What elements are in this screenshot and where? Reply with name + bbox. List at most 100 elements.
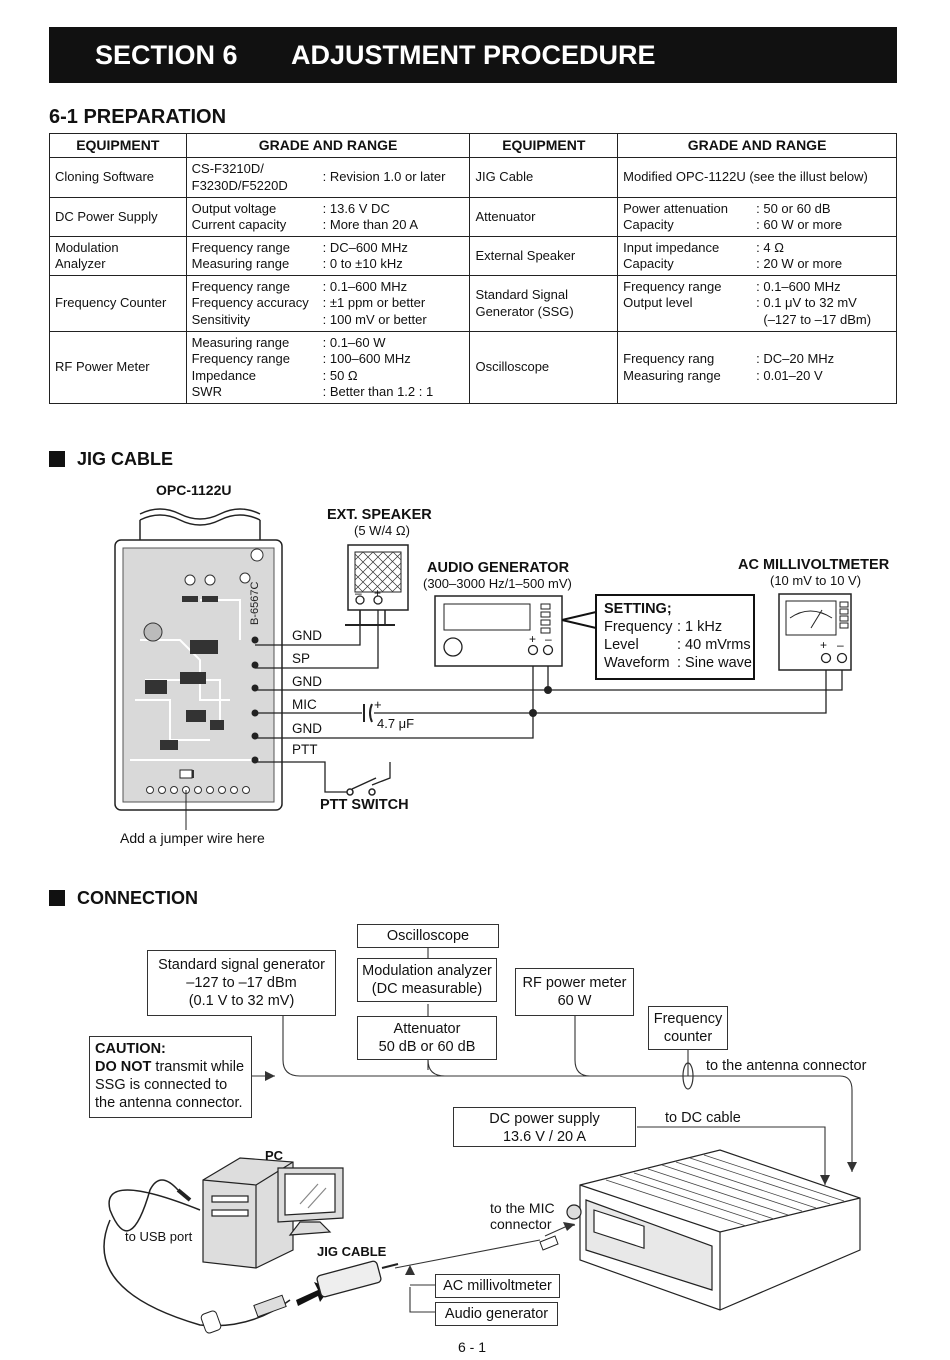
- spec-key: Frequency range: [191, 278, 290, 294]
- usb-label: to USB port: [125, 1229, 193, 1244]
- equipment-name: RF Power Meter: [49, 331, 187, 404]
- capacitor-value: 4.7 μF: [377, 716, 415, 731]
- pin-label: MIC: [292, 697, 317, 712]
- name-line: Modulation: [55, 239, 119, 255]
- pc-illustration: [202, 1157, 344, 1269]
- spec-key: Frequency range: [191, 351, 290, 366]
- pin-label: GND: [292, 721, 322, 736]
- spec-value: : 0.1 μV to 32 mV: [756, 295, 857, 311]
- dc-power-box: DC power supply 13.6 V / 20 A: [453, 1107, 636, 1147]
- heading-square-icon: [49, 451, 65, 467]
- spec-key: Measuring range: [191, 256, 290, 271]
- equipment-name: DC Power Supply: [49, 197, 187, 237]
- spec-value: : 4 Ω: [756, 239, 784, 255]
- setting-title: SETTING;: [604, 601, 672, 617]
- box-line: (DC measurable): [371, 981, 483, 997]
- box-line: 13.6 V / 20 A: [502, 1129, 587, 1145]
- label-line: connector: [490, 1216, 552, 1232]
- name-line: Analyzer: [55, 256, 106, 271]
- spec-value: : DC–600 MHz: [322, 239, 408, 255]
- caution-text: SSG is connected to: [95, 1077, 228, 1093]
- spec-value: : 20 W or more: [756, 256, 843, 271]
- spec-key: Measuring range: [191, 334, 290, 350]
- cap-plus: +: [374, 697, 382, 712]
- spec-value: : 50 or 60 dB: [756, 200, 831, 216]
- pc-label: PC: [265, 1148, 284, 1163]
- jig-cable-heading: JIG CABLE: [49, 449, 173, 470]
- setting-key: Waveform: [604, 655, 670, 671]
- spec-key: Input impedance: [623, 239, 720, 255]
- spec-value: : 0.1–60 W: [322, 334, 386, 350]
- section-number: SECTION 6: [95, 40, 238, 70]
- modulation-analyzer-box: Modulation analyzer (DC measurable): [357, 958, 497, 1002]
- name-line: Standard Signal: [475, 287, 568, 302]
- box-line: 50 dB or 60 dB: [378, 1039, 476, 1055]
- speaker-minus: –: [355, 586, 362, 600]
- setting-key: Level: [604, 637, 639, 653]
- box-line: RF power meter: [522, 975, 627, 991]
- box-line: Modulation analyzer: [362, 963, 492, 979]
- spec-key: Current capacity: [191, 217, 287, 232]
- audio-generator-label: AUDIO GENERATOR: [427, 560, 570, 576]
- setting-value: : 1 kHz: [677, 619, 723, 635]
- dc-cable-label: to DC cable: [665, 1110, 741, 1126]
- spec-value: : More than 20 A: [322, 217, 419, 232]
- setting-value: : Sine wave: [677, 655, 752, 671]
- spec-key: Capacity: [623, 217, 674, 232]
- caution-text: the antenna connector.: [95, 1095, 243, 1111]
- attenuator-box: Attenuator 50 dB or 60 dB: [357, 1016, 497, 1060]
- box-line: counter: [663, 1029, 713, 1045]
- caution-emphasis: DO NOT: [95, 1059, 152, 1075]
- heading-square-icon: [49, 890, 65, 906]
- jumper-note: Add a jumper wire here: [120, 830, 265, 846]
- pin-label: GND: [292, 628, 322, 643]
- box-line: DC power supply: [489, 1111, 600, 1127]
- spec-value: : 0.1–600 MHz: [322, 278, 408, 294]
- spec-value: (–127 to –17 dBm): [756, 311, 872, 327]
- spec-value: : 13.6 V DC: [322, 200, 390, 216]
- mv-minus: –: [837, 638, 844, 652]
- spec-value: : Better than 1.2 : 1: [322, 384, 434, 399]
- spec-key: Frequency accuracy: [191, 295, 309, 311]
- page-number: 6 - 1: [458, 1339, 487, 1355]
- antenna-label: to the antenna connector: [706, 1058, 867, 1074]
- spec-value: : 50 Ω: [322, 367, 358, 383]
- opc-label: OPC-1122U: [156, 482, 232, 498]
- spec-key: Frequency rang: [623, 351, 715, 366]
- spec-key: Output level: [623, 295, 693, 311]
- frequency-counter-box: Frequency counter: [648, 1006, 728, 1050]
- box-line: 60 W: [557, 993, 592, 1009]
- grade-range: Modified OPC-1122U (see the illust below…: [617, 157, 897, 198]
- mic-connector-label: to the MIC connector: [490, 1200, 555, 1232]
- caution-text: transmit while: [151, 1059, 245, 1075]
- section-title: ADJUSTMENT PROCEDURE: [291, 40, 656, 70]
- pin-label: PTT: [292, 742, 318, 757]
- ext-speaker-spec: (5 W/4 Ω): [354, 523, 410, 538]
- spec-key: Power attenuation: [623, 200, 728, 216]
- box-line: Standard signal generator: [158, 957, 325, 973]
- equipment-name: External Speaker: [469, 236, 619, 276]
- setting-value: : 40 mVrms: [677, 637, 751, 653]
- spec-key: Frequency range: [623, 278, 722, 294]
- pcb-code: B-6567C: [249, 582, 261, 625]
- heading-text: CONNECTION: [77, 888, 198, 908]
- column-header: EQUIPMENT: [469, 133, 619, 158]
- spec-key: Output voltage: [191, 200, 277, 216]
- equipment-name: Oscilloscope: [469, 331, 619, 404]
- heading-text: JIG CABLE: [77, 449, 174, 469]
- preparation-heading: 6-1 PREPARATION: [49, 106, 227, 128]
- spec-value: : 0 to ±10 kHz: [322, 256, 403, 271]
- pin-label: GND: [292, 674, 322, 689]
- spec-value: : 0.1–600 MHz: [756, 278, 841, 294]
- speaker-plus: +: [374, 586, 382, 600]
- spec-key: SWR: [191, 384, 222, 399]
- name-line: Generator (SSG): [475, 303, 574, 319]
